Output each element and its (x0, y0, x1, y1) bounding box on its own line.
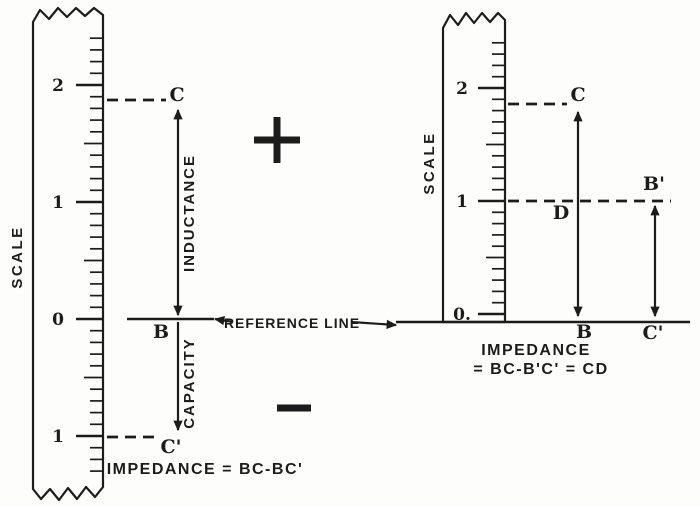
right-point-b-label: B (576, 321, 592, 343)
center-annotations: REFERENCE LINE (213, 117, 398, 412)
ruler-number: 1 (52, 193, 64, 213)
capacity-label: CAPACITY (181, 337, 198, 429)
right-point-c-label: C (570, 84, 585, 106)
ruler-number: 0 (52, 310, 64, 330)
left-annotations: C INDUCTANCE B CAPACITY C' IMPEDANCE = B… (107, 84, 304, 478)
reference-line-left-arrow (213, 315, 234, 326)
left-point-c-prime-label: C' (161, 436, 182, 458)
ruler-number: 2 (52, 76, 64, 96)
right-impedance-caption-line2: = BC-B'C' = CD (473, 361, 608, 378)
left-scale-label: SCALE (9, 225, 26, 288)
ruler-number: 0. (453, 305, 471, 325)
left-impedance-caption: IMPEDANCE = BC-BC' (107, 461, 304, 478)
inductance-label: INDUCTANCE (181, 154, 198, 272)
ruler-number: 1 (456, 192, 468, 212)
right-point-b-prime-label: B' (643, 173, 665, 195)
reference-line-right-arrow (350, 319, 398, 329)
left-ruler: 1 0 1 2 SCALE (9, 6, 105, 502)
reference-line-label: REFERENCE LINE (224, 315, 360, 331)
plus-icon (254, 117, 300, 163)
right-impedance-caption-line1: IMPEDANCE (481, 342, 591, 359)
left-ruler-body (31, 6, 105, 502)
right-point-c-prime-label: C' (643, 322, 664, 344)
left-point-c-label: C (169, 84, 184, 106)
ruler-number: 2 (456, 79, 468, 99)
ruler-number: 1 (52, 427, 64, 447)
right-annotations: C B D B' C' IMPEDANCE = BC-B'C' = CD (396, 84, 690, 378)
right-point-d-label: D (553, 202, 569, 224)
right-scale-label: SCALE (421, 131, 438, 194)
right-ruler-ticks: 0.12 (453, 41, 505, 325)
left-ruler-ticks: 1 0 1 2 (52, 37, 103, 472)
left-point-b-label: B (153, 321, 169, 343)
right-ruler: 0.12 SCALE (421, 11, 507, 325)
